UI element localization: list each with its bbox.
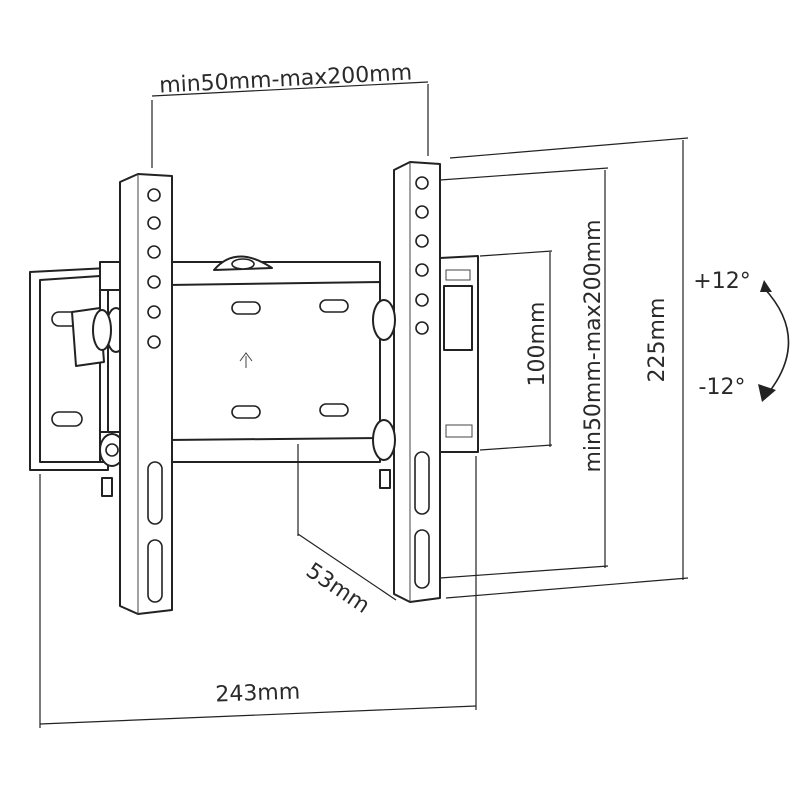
width-label: 243mm [215, 680, 301, 708]
left-bottom-bolt [99, 433, 125, 497]
left-tilt-knob [71, 307, 127, 367]
tilt-arrow [758, 280, 790, 402]
right-bolts [372, 299, 396, 489]
dimension-lines [39, 81, 689, 728]
right-vertical-arm [393, 161, 441, 603]
vesa-vertical-label: min50mm-max200mm [581, 219, 606, 472]
left-vertical-arm [119, 173, 173, 615]
vesa-horizontal-label: min50mm-max200mm [159, 60, 413, 98]
tilt-down-label: -12° [699, 375, 746, 400]
tilt-up-label: +12° [693, 269, 750, 294]
hole-spacing-label: 100mm [525, 302, 550, 387]
depth-label: 53mm [301, 558, 374, 618]
height-label: 225mm [645, 298, 670, 383]
